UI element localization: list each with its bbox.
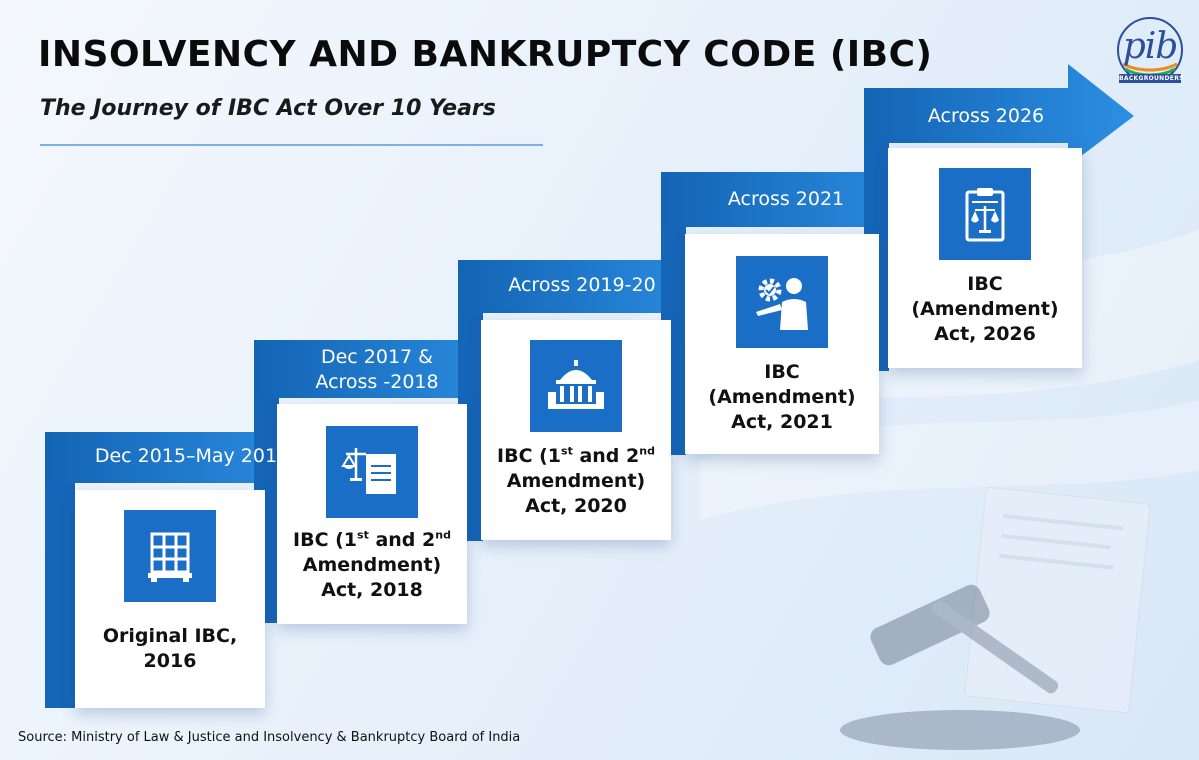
step-4-label-line-3: Act, 2021 xyxy=(731,411,833,433)
step-2-label-mid: and 2 xyxy=(368,529,436,551)
step-2-label-line-3: Act, 2018 xyxy=(321,579,423,601)
scales-document-icon xyxy=(326,426,418,518)
title-divider xyxy=(40,144,543,146)
step-1-arrow xyxy=(45,405,318,708)
step-5-period: Across 2026 xyxy=(927,105,1045,127)
step-2-label-line-1: IBC (1st and 2nd xyxy=(293,528,451,553)
step-3-label-line-1: IBC (1st and 2nd xyxy=(497,444,655,469)
step-2-period-line-1: Dec 2017 & xyxy=(320,346,433,368)
step-1-label-line-2: 2016 xyxy=(143,650,197,672)
shipping-container-icon xyxy=(124,510,216,602)
logo-text: pib xyxy=(1122,26,1179,67)
step-5-label-line-2: (Amendment) xyxy=(911,298,1059,320)
document-watermark-icon xyxy=(964,486,1151,714)
step-2-period: Dec 2017 & Across -2018 xyxy=(282,345,472,395)
step-4-label-line-1: IBC xyxy=(764,361,800,383)
step-1-label: Original IBC, 2016 xyxy=(103,624,237,674)
step-2-label-sup-2: nd xyxy=(435,528,451,542)
source-note: Source: Ministry of Law & Justice and In… xyxy=(18,730,521,745)
step-5-label-line-3: Act, 2026 xyxy=(934,323,1036,345)
step-4-period: Across 2021 xyxy=(727,188,845,210)
step-3-label-pre: IBC (1 xyxy=(497,445,562,467)
step-3-card: IBC (1st and 2nd Amendment) Act, 2020 xyxy=(481,320,671,540)
step-1-card: Original IBC, 2016 xyxy=(75,490,265,708)
step-3-label-sup-1: st xyxy=(561,444,573,458)
court-building-icon xyxy=(530,340,622,432)
gear-person-icon xyxy=(736,256,828,348)
step-2-label-line-2: Amendment) xyxy=(302,554,442,576)
step-5-card: IBC (Amendment) Act, 2026 xyxy=(888,148,1082,368)
step-3-label-line-3: Act, 2020 xyxy=(525,495,627,517)
clipboard-scales-icon xyxy=(939,168,1031,260)
step-4-label: IBC (Amendment) Act, 2021 xyxy=(708,360,855,435)
step-2-arrow xyxy=(254,316,520,623)
step-3-period: Across 2019-20 xyxy=(508,274,656,296)
step-3-label-line-2: Amendment) xyxy=(506,470,646,492)
step-3-label-mid: and 2 xyxy=(572,445,640,467)
step-2-label-sup-1: st xyxy=(357,528,369,542)
step-1-period: Dec 2015–May 2016 xyxy=(94,445,290,467)
step-2-label-pre: IBC (1 xyxy=(293,529,358,551)
step-3-label: IBC (1st and 2nd Amendment) Act, 2020 xyxy=(497,444,655,519)
step-5-label: IBC (Amendment) Act, 2026 xyxy=(911,272,1058,347)
gavel-watermark-icon xyxy=(840,584,1080,750)
logo-tag: BACKGROUNDERS xyxy=(1119,74,1184,83)
step-3-label-sup-2: nd xyxy=(639,444,655,458)
step-4-label-line-2: (Amendment) xyxy=(708,386,856,408)
pib-logo: pib BACKGROUNDERS xyxy=(1113,14,1187,94)
page-subtitle: The Journey of IBC Act Over 10 Years xyxy=(40,96,496,121)
step-2-card: IBC (1st and 2nd Amendment) Act, 2018 xyxy=(277,404,467,624)
step-1-label-line-1: Original IBC, xyxy=(102,625,238,647)
page-title: INSOLVENCY AND BANKRUPTCY CODE (IBC) xyxy=(38,34,933,75)
step-2-period-line-2: Across -2018 xyxy=(315,371,439,393)
step-5-label-line-1: IBC xyxy=(967,273,1003,295)
step-4-card: IBC (Amendment) Act, 2021 xyxy=(685,234,879,454)
step-2-label: IBC (1st and 2nd Amendment) Act, 2018 xyxy=(293,528,451,603)
